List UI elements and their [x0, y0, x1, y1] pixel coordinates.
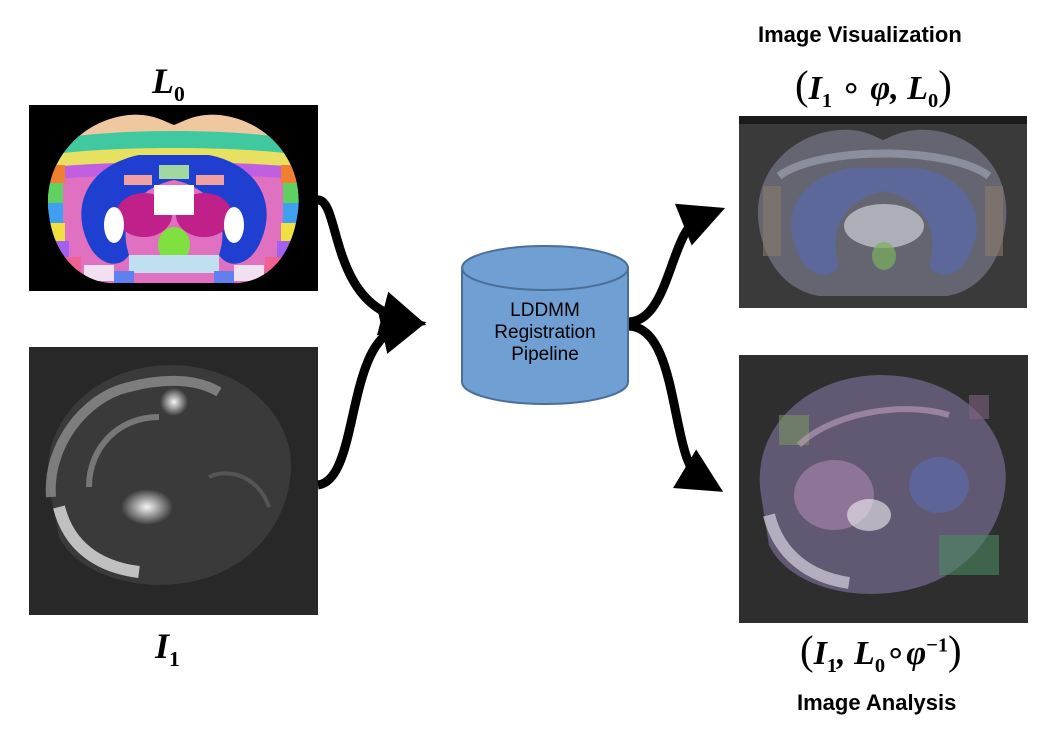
pipeline-cylinder — [461, 245, 629, 405]
analysis-comma: , — [837, 635, 846, 672]
formula-i: I — [808, 70, 822, 107]
formula-compose-op: ∘ — [840, 70, 862, 107]
analysis-i: I — [813, 635, 827, 672]
arrow-image-to-pipeline — [316, 309, 427, 490]
image-label: I1 — [155, 625, 180, 672]
analysis-l-sub: 0 — [874, 654, 886, 677]
pipeline-line-3: Pipeline — [511, 344, 579, 365]
pipeline-label: LDDMM Registration Pipeline — [462, 300, 628, 366]
analysis-i-sub: 1 — [826, 654, 838, 677]
atlas-label-symbol: L — [152, 61, 174, 101]
image-label-subscript: 1 — [169, 647, 180, 672]
pipeline-line-2: Registration — [494, 322, 596, 343]
arrow-pipeline-to-visualization — [627, 203, 726, 327]
arrow-pipeline-to-analysis — [627, 321, 724, 492]
formula-phi: φ — [870, 70, 891, 107]
visualization-image — [739, 116, 1027, 308]
analysis-title: Image Analysis — [797, 690, 957, 715]
analysis-open-paren: ( — [800, 628, 814, 673]
formula-open-paren: ( — [795, 63, 809, 108]
formula-l-sub: 0 — [928, 89, 939, 112]
analysis-panel — [739, 355, 1028, 623]
visualization-title: Image Visualization — [758, 22, 962, 47]
image-panel — [29, 347, 318, 615]
analysis-image — [739, 355, 1028, 623]
pipeline-line-1: LDDMM — [510, 300, 580, 321]
visualization-panel — [739, 116, 1027, 308]
formula-comma: , — [890, 70, 899, 107]
brain-image — [29, 347, 318, 615]
atlas-label-subscript: 0 — [174, 82, 185, 107]
atlas-image — [47, 114, 299, 283]
analysis-l: L — [854, 635, 875, 672]
analysis-close-paren: ) — [948, 628, 962, 673]
analysis-compose-op: ∘ — [885, 635, 907, 672]
formula-close-paren: ) — [938, 63, 952, 108]
formula-l: L — [907, 70, 928, 107]
analysis-phi-sup: −1 — [926, 634, 949, 657]
analysis-phi: φ — [906, 635, 927, 672]
image-label-symbol: I — [155, 626, 170, 666]
atlas-panel — [29, 105, 318, 291]
atlas-label: L0 — [152, 60, 185, 107]
analysis-formula: (I1, L0∘φ−1) — [800, 627, 962, 678]
formula-i-sub: 1 — [821, 89, 833, 112]
visualization-formula: (I1 ∘ φ, L0) — [795, 62, 952, 113]
arrow-atlas-to-pipeline — [316, 195, 427, 336]
